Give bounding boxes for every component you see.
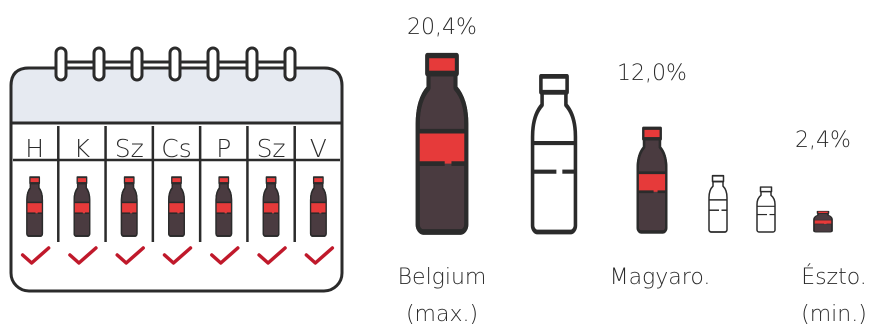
calendar-ring xyxy=(245,46,259,82)
bottle-bar-szto xyxy=(813,210,833,233)
country-note-belgium: (max.) xyxy=(406,302,478,327)
calendar-day-label: Sz xyxy=(115,134,144,163)
calendar-day-label: Sz xyxy=(257,134,286,163)
check-icon xyxy=(115,246,145,265)
check-icon xyxy=(68,246,98,265)
country-label-hungary: Magyaro. xyxy=(610,265,711,290)
calendar-day-label: V xyxy=(310,134,327,163)
calendar-day-columns: H K Sz Cs P Sz V xyxy=(13,126,340,265)
check-icon xyxy=(210,246,240,265)
value-label-hungary: 12,0% xyxy=(617,61,687,86)
check-icon xyxy=(304,246,335,265)
calendar-day-label: H xyxy=(25,134,44,163)
calendar-header xyxy=(9,66,344,125)
check-icon xyxy=(162,246,193,265)
check-icon xyxy=(257,246,287,265)
weekly-calendar: H K Sz Cs P Sz V xyxy=(9,46,344,293)
check-icon xyxy=(20,246,51,265)
country-label-belgium: Belgium xyxy=(398,265,487,290)
value-label-belgium: 20,4% xyxy=(407,15,477,40)
calendar-ring xyxy=(54,46,68,82)
bottle-bar-magyaro xyxy=(636,126,668,234)
calendar-ring xyxy=(168,46,182,82)
calendar-rings xyxy=(54,46,297,82)
country-label-estonia: Észto. xyxy=(801,264,867,290)
calendar-ring xyxy=(283,46,297,82)
calendar-ring xyxy=(206,46,220,82)
calendar-ring xyxy=(130,46,144,82)
bottle-bar-belgium xyxy=(418,56,467,232)
calendar-day-label: K xyxy=(74,134,91,163)
bottle-bar-unlabeled-3 xyxy=(708,174,728,233)
bottle-bar-unlabeled-1 xyxy=(533,76,576,232)
calendar-ring xyxy=(92,46,106,82)
bottle-bar-unlabeled-4 xyxy=(756,186,776,233)
calendar-day-label: P xyxy=(216,134,231,163)
calendar-day-label: Cs xyxy=(161,134,191,163)
country-note-estonia: (min.) xyxy=(801,302,867,327)
value-label-estonia: 2,4% xyxy=(795,128,851,153)
